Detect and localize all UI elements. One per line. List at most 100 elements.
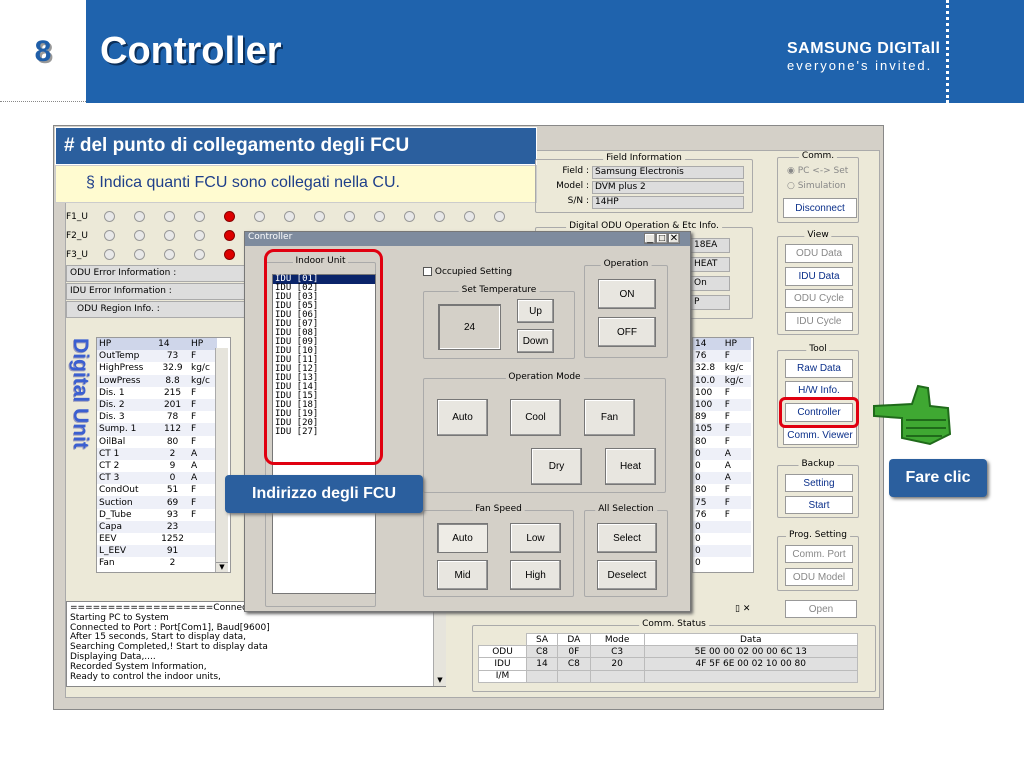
dialog-title: Controller bbox=[248, 232, 293, 242]
idu-list-item[interactable]: IDU [03] bbox=[275, 292, 319, 302]
table-cell: 69 bbox=[166, 497, 179, 508]
logo-line2: everyone's invited. bbox=[787, 58, 933, 73]
mode-heat-button[interactable]: Heat bbox=[605, 448, 656, 485]
table-cell: F bbox=[190, 387, 197, 398]
scroll-down-icon[interactable]: ▼ bbox=[437, 676, 443, 684]
idu-list-item[interactable]: IDU [09] bbox=[275, 337, 319, 347]
idu-list-item[interactable]: IDU [18] bbox=[275, 400, 319, 410]
table-cell: 0 bbox=[169, 473, 176, 484]
controller-button[interactable]: Controller bbox=[785, 403, 853, 422]
fan-high-button[interactable]: High bbox=[510, 560, 561, 590]
comm-port-button[interactable]: Comm. Port bbox=[785, 545, 853, 563]
radio-simulation[interactable]: ○ Simulation bbox=[787, 181, 846, 191]
table-cell: F bbox=[724, 351, 730, 362]
idu-list-item[interactable]: IDU [14] bbox=[275, 382, 319, 392]
odu-data-button[interactable]: ODU Data bbox=[785, 244, 853, 263]
banner-bullet: § Indica quanti FCU sono collegati nella… bbox=[55, 165, 537, 203]
off-button[interactable]: OFF bbox=[598, 317, 656, 347]
idu-list-item[interactable]: IDU [20] bbox=[275, 418, 319, 428]
occupied-setting-checkbox[interactable]: Occupied Setting bbox=[423, 267, 512, 277]
field-info-value: DVM plus 2 bbox=[592, 181, 744, 194]
idu-list-item[interactable]: IDU [11] bbox=[275, 355, 319, 365]
maximize-icon[interactable]: □ bbox=[656, 233, 668, 244]
idu-list-item[interactable]: IDU [08] bbox=[275, 328, 319, 338]
comm-status-row: I/M bbox=[478, 669, 859, 683]
idu-list-item[interactable]: IDU [13] bbox=[275, 373, 319, 383]
dialog-title-bar: Controller bbox=[245, 232, 690, 246]
checkbox-icon[interactable] bbox=[423, 267, 432, 276]
table-cell: 2 bbox=[169, 448, 176, 459]
idu-list-item[interactable]: IDU [27] bbox=[275, 427, 319, 437]
table-cell: F bbox=[724, 497, 730, 508]
minimize-icon[interactable]: _ bbox=[644, 233, 656, 244]
backup-group: Backup bbox=[777, 459, 859, 518]
on-button[interactable]: ON bbox=[598, 279, 656, 309]
table-cell: OutTemp bbox=[99, 351, 140, 362]
select-all-button[interactable]: Select bbox=[597, 523, 657, 553]
idu-cycle-button[interactable]: IDU Cycle bbox=[785, 312, 853, 331]
deselect-all-button[interactable]: Deselect bbox=[597, 560, 657, 590]
idu-list-item[interactable]: IDU [02] bbox=[275, 283, 319, 293]
mode-dry-button[interactable]: Dry bbox=[531, 448, 582, 485]
idu-list-item[interactable]: IDU [12] bbox=[275, 364, 319, 374]
open-button[interactable]: Open bbox=[785, 600, 857, 618]
mode-fan-button[interactable]: Fan bbox=[584, 399, 635, 436]
table-cell: 0 bbox=[695, 558, 701, 569]
backup-start-button[interactable]: Start bbox=[785, 496, 853, 514]
header-dots bbox=[946, 0, 950, 103]
idu-list-item[interactable]: IDU [15] bbox=[275, 391, 319, 401]
fan-low-button[interactable]: Low bbox=[510, 523, 561, 553]
fan-mid-button[interactable]: Mid bbox=[437, 560, 488, 590]
temp-down-button[interactable]: Down bbox=[517, 329, 554, 353]
backup-setting-button[interactable]: Setting bbox=[785, 474, 853, 492]
raw-data-button[interactable]: Raw Data bbox=[785, 359, 853, 378]
table-cell: F bbox=[190, 412, 197, 423]
log-line: After 15 seconds, Start to display data, bbox=[70, 632, 246, 643]
field-info-label: Model : bbox=[556, 181, 589, 191]
odu-table-scrollbar[interactable]: ▼ bbox=[215, 348, 228, 572]
idu-list-item[interactable]: IDU [06] bbox=[275, 310, 319, 320]
mode-auto-button[interactable]: Auto bbox=[437, 399, 488, 436]
close-small-icon[interactable]: ▯ ✕ bbox=[735, 604, 751, 614]
led-icon bbox=[434, 211, 445, 222]
scroll-down-icon[interactable]: ▼ bbox=[216, 562, 228, 572]
idu-list-item[interactable]: IDU [05] bbox=[275, 301, 319, 311]
idu-list-item[interactable]: IDU [19] bbox=[275, 409, 319, 419]
mode-cool-button[interactable]: Cool bbox=[510, 399, 561, 436]
table-cell: 0 bbox=[695, 534, 701, 545]
table-cell: F bbox=[724, 485, 730, 496]
table-cell: 2 bbox=[169, 558, 176, 569]
table-cell: 51 bbox=[166, 485, 179, 496]
idu-list-item[interactable]: IDU [10] bbox=[275, 346, 319, 356]
temp-up-button[interactable]: Up bbox=[517, 299, 554, 323]
close-icon[interactable]: ✕ bbox=[668, 233, 680, 244]
comm-status-cell bbox=[557, 669, 591, 683]
odu-model-button[interactable]: ODU Model bbox=[785, 568, 853, 586]
header-band bbox=[86, 0, 1024, 103]
comm-status-cell: 0F bbox=[557, 645, 591, 659]
comm-status-cell: C8 bbox=[525, 645, 559, 659]
idu-list-item[interactable]: IDU [07] bbox=[275, 319, 319, 329]
fan-auto-button[interactable]: Auto bbox=[437, 523, 488, 553]
odu-cycle-button[interactable]: ODU Cycle bbox=[785, 289, 853, 308]
idu-list-item[interactable]: IDU [01] bbox=[273, 275, 375, 284]
led-icon bbox=[224, 230, 235, 241]
log-scrollbar[interactable]: ▼ bbox=[433, 602, 446, 686]
comm-viewer-button[interactable]: Comm. Viewer bbox=[783, 426, 857, 445]
idu-data-button[interactable]: IDU Data bbox=[785, 267, 853, 286]
operation-mode-group: Operation Mode bbox=[423, 372, 666, 493]
led-icon bbox=[254, 211, 265, 222]
radio-pc-set[interactable]: ◉ PC <-> Set bbox=[787, 166, 849, 176]
led-icon bbox=[344, 211, 355, 222]
idu-listbox[interactable]: IDU [01]IDU [02]IDU [03]IDU [05]IDU [06]… bbox=[272, 274, 376, 594]
led-icon bbox=[194, 230, 205, 241]
idu-error-info: IDU Error Information : bbox=[66, 283, 246, 300]
disconnect-button[interactable]: Disconnect bbox=[783, 198, 857, 218]
table-cell: 76 bbox=[695, 509, 707, 520]
